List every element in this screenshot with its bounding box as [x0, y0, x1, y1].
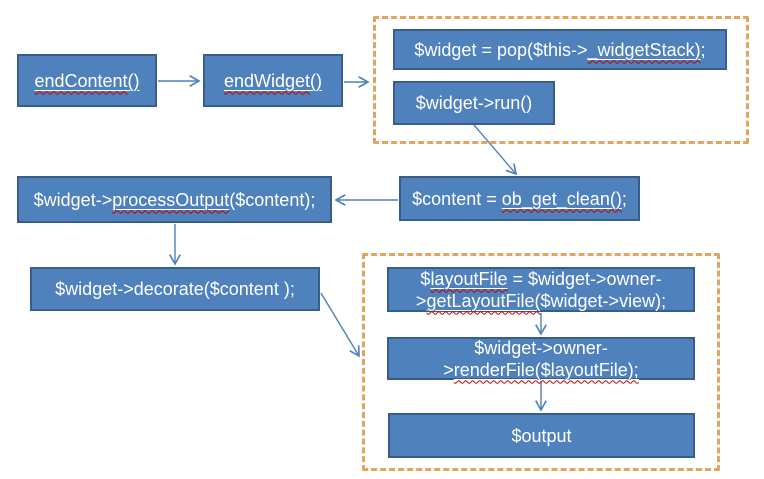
code-text: ; [621, 188, 627, 209]
misspelled-text: endWidget [223, 70, 311, 91]
node-render-file: $widget->owner->renderFile($layoutFile); [387, 337, 695, 380]
code-line: $layoutFile = $widget->owner- [420, 268, 661, 290]
misspelled-text: endContent [34, 70, 128, 91]
arrow-decorate-to-layout-render-group [320, 292, 360, 358]
code-line: >renderFile($layoutFile); [443, 359, 639, 381]
code-text: $widget = pop($this-> [414, 39, 588, 60]
code-text: getLayoutFile( [426, 291, 540, 311]
code-line: $output [511, 425, 571, 447]
code-text: $widget->run() [415, 93, 533, 113]
code-text: processOutput [112, 190, 229, 210]
node-end-content: endContent() [17, 54, 157, 107]
node-widget-run: $widget->run() [393, 81, 555, 125]
node-decorate: $widget->decorate($content ); [30, 267, 320, 311]
misspelled-text: getLayoutFile( [426, 290, 541, 311]
code-text: $content = [412, 188, 502, 209]
code-text: endWidget [224, 71, 310, 91]
node-get-layout-file: $layoutFile = $widget->owner->getLayoutF… [387, 267, 695, 312]
code-text: () [310, 70, 323, 91]
code-text: endContent [34, 71, 127, 91]
node-process-output: $widget->processOutput($content); [17, 176, 332, 223]
code-text: $widget->decorate($content ); [55, 279, 295, 299]
misspelled-text: _widgetStack) [587, 39, 701, 60]
code-text: _widgetStack) [588, 40, 701, 60]
node-output: $output [388, 413, 695, 458]
code-line: $widget->run() [416, 92, 533, 114]
code-line: endWidget() [224, 70, 322, 92]
code-line: endContent() [34, 70, 139, 92]
misspelled-text: layoutFile [430, 268, 508, 289]
code-text: $widget->owner- [474, 337, 608, 358]
node-ob-get-clean: $content = ob_get_clean(); [399, 176, 640, 221]
code-line: $content = ob_get_clean(); [412, 188, 627, 210]
code-text: > [415, 290, 427, 311]
code-text: renderFile($layoutFile); [454, 360, 639, 380]
node-pop-widget-stack: $widget = pop($this->_widgetStack); [393, 29, 727, 70]
misspelled-text: processOutput [112, 189, 230, 210]
code-text: layoutFile [430, 269, 507, 289]
code-text: $output [511, 425, 572, 446]
code-text: > [443, 359, 454, 380]
code-line: $widget = pop($this->_widgetStack); [414, 39, 705, 61]
misspelled-text: renderFile($layoutFile); [453, 359, 639, 380]
code-text: () [127, 70, 140, 91]
code-text: $widget-> [33, 189, 113, 210]
node-end-widget: endWidget() [203, 54, 343, 107]
code-line: $widget->owner- [474, 337, 608, 359]
code-text: ; [700, 39, 706, 60]
widget-stack-group [373, 16, 749, 144]
code-line: $widget->processOutput($content); [34, 189, 316, 211]
code-line: $widget->decorate($content ); [55, 278, 295, 300]
code-text: = $widget->owner- [507, 268, 662, 289]
code-line: >getLayoutFile($widget->view); [416, 290, 666, 312]
code-text: $ [420, 268, 431, 289]
code-text: ($content); [229, 189, 316, 210]
code-text: ob_get_clean() [502, 189, 622, 209]
misspelled-text: ob_get_clean() [501, 188, 622, 209]
code-text: $widget->view); [540, 290, 667, 311]
layout-render-group [362, 253, 720, 471]
